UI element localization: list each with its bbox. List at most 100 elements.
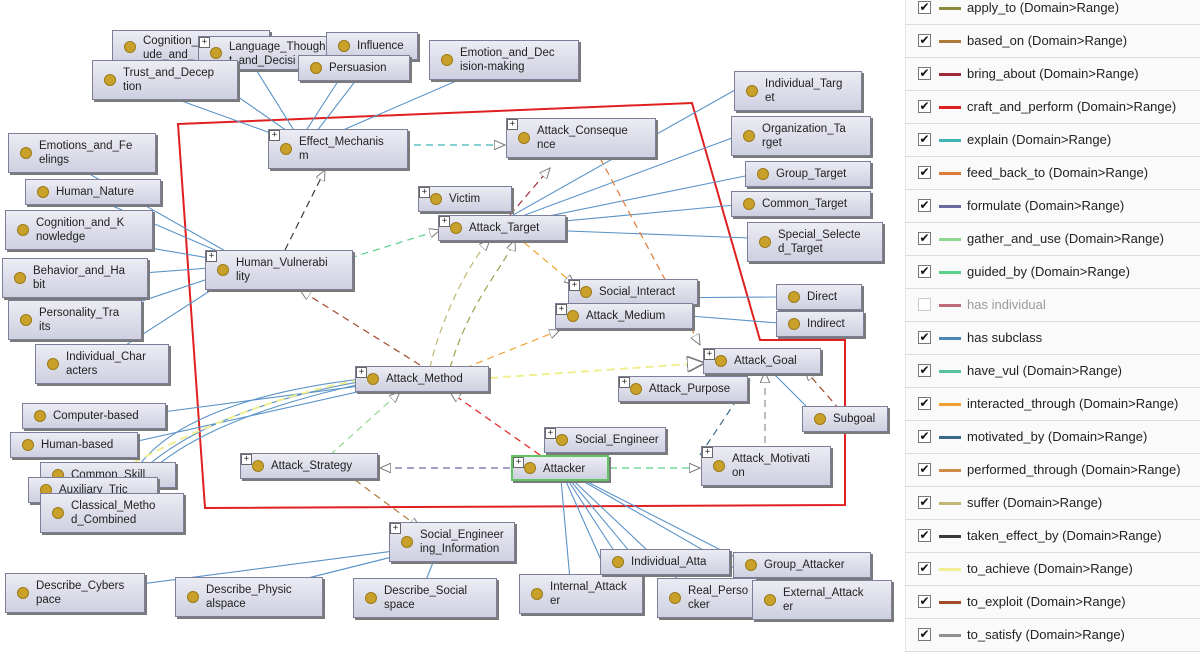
legend-row[interactable]: ✔based_on (Domain>Range) — [905, 25, 1200, 58]
node-social-interaction[interactable]: + Social_Interact — [568, 279, 698, 305]
node-individual-target[interactable]: Individual_Targ et — [734, 71, 862, 111]
expand-icon[interactable]: + — [619, 377, 630, 388]
checkbox-checked-icon[interactable]: ✔ — [918, 627, 931, 641]
node-real-person-attacker[interactable]: Real_Perso cker — [657, 578, 757, 618]
checkbox-checked-icon[interactable]: ✔ — [918, 231, 931, 245]
expand-icon[interactable]: + — [241, 454, 252, 465]
legend-row[interactable]: ✔feed_back_to (Domain>Range) — [905, 157, 1200, 190]
node-se-information[interactable]: + Social_Engineer ing_Information — [389, 522, 515, 562]
legend-row[interactable]: ✔to_exploit (Domain>Range) — [905, 586, 1200, 619]
legend-row[interactable]: ✔interacted_through (Domain>Range) — [905, 388, 1200, 421]
legend-row[interactable]: ✔suffer (Domain>Range) — [905, 487, 1200, 520]
node-effect-mechanism[interactable]: + Effect_Mechanis m — [268, 129, 408, 169]
expand-icon[interactable]: + — [206, 251, 217, 262]
expand-icon[interactable]: + — [704, 349, 715, 360]
node-special-selected-target[interactable]: Special_Selecte d_Target — [747, 222, 883, 262]
checkbox-checked-icon[interactable]: ✔ — [918, 363, 931, 377]
node-cognition-knowledge[interactable]: Cognition_and_K nowledge — [5, 210, 153, 250]
node-human-based[interactable]: Human-based — [10, 432, 138, 458]
node-group-target[interactable]: Group_Target — [745, 161, 871, 187]
checkbox-checked-icon[interactable]: ✔ — [918, 264, 931, 278]
legend-row[interactable]: ✔taken_effect_by (Domain>Range) — [905, 520, 1200, 553]
checkbox-checked-icon[interactable]: ✔ — [918, 429, 931, 443]
node-individual-characters[interactable]: Individual_Char acters — [35, 344, 169, 384]
expand-icon[interactable]: + — [419, 187, 430, 198]
expand-icon[interactable]: + — [702, 447, 713, 458]
checkbox-checked-icon[interactable]: ✔ — [918, 594, 931, 608]
node-attack-target[interactable]: + Attack_Target — [438, 215, 566, 241]
checkbox-checked-icon[interactable]: ✔ — [918, 561, 931, 575]
checkbox-checked-icon[interactable]: ✔ — [918, 0, 931, 14]
legend-row[interactable]: ✔performed_through (Domain>Range) — [905, 454, 1200, 487]
expand-icon[interactable]: + — [356, 367, 367, 378]
node-attack-medium[interactable]: + Attack_Medium — [555, 303, 693, 329]
node-describe-socialspace[interactable]: Describe_Social space — [353, 578, 497, 618]
checkbox-checked-icon[interactable]: ✔ — [918, 66, 931, 80]
node-subgoal[interactable]: Subgoal — [802, 406, 888, 432]
legend-row[interactable]: ✔bring_about (Domain>Range) — [905, 58, 1200, 91]
legend-row[interactable]: ✔explain (Domain>Range) — [905, 124, 1200, 157]
legend-row[interactable]: ✔gather_and_use (Domain>Range) — [905, 223, 1200, 256]
node-internal-attacker[interactable]: Internal_Attack er — [519, 574, 643, 614]
expand-icon[interactable]: + — [269, 130, 280, 141]
legend-row[interactable]: ✔guided_by (Domain>Range) — [905, 256, 1200, 289]
node-attack-method[interactable]: + Attack_Method — [355, 366, 489, 392]
legend-row[interactable]: ✔to_satisfy (Domain>Range) — [905, 619, 1200, 652]
legend-row[interactable]: ✔craft_and_perform (Domain>Range) — [905, 91, 1200, 124]
node-attack-purpose[interactable]: + Attack_Purpose — [618, 376, 748, 402]
legend-row[interactable]: ✔apply_to (Domain>Range) — [905, 0, 1200, 25]
node-computer-based[interactable]: Computer-based — [22, 403, 166, 429]
node-behavior-habit[interactable]: Behavior_and_Ha bit — [2, 258, 148, 298]
legend-row[interactable]: ✔formulate (Domain>Range) — [905, 190, 1200, 223]
node-attack-goal[interactable]: + Attack_Goal — [703, 348, 821, 374]
node-organization-target[interactable]: Organization_Ta rget — [731, 116, 871, 156]
checkbox-checked-icon[interactable]: ✔ — [918, 132, 931, 146]
node-persuasion[interactable]: Persuasion — [298, 55, 410, 81]
checkbox-checked-icon[interactable]: ✔ — [918, 528, 931, 542]
node-human-nature[interactable]: Human_Nature — [25, 179, 161, 205]
node-describe-cyberspace[interactable]: Describe_Cybers pace — [5, 573, 145, 613]
checkbox-checked-icon[interactable]: ✔ — [918, 330, 931, 344]
node-personality-traits[interactable]: Personality_Tra its — [8, 300, 142, 340]
node-indirect[interactable]: Indirect — [776, 311, 864, 337]
checkbox-checked-icon[interactable]: ✔ — [918, 33, 931, 47]
checkbox-checked-icon[interactable]: ✔ — [918, 165, 931, 179]
node-external-attacker[interactable]: External_Attack er — [752, 580, 892, 620]
node-attacker[interactable]: + Attacker — [511, 455, 609, 481]
node-direct[interactable]: Direct — [776, 284, 862, 310]
expand-icon[interactable]: + — [513, 457, 524, 468]
expand-icon[interactable]: + — [199, 37, 210, 48]
node-common-target[interactable]: Common_Target — [731, 191, 871, 217]
node-attack-strategy[interactable]: + Attack_Strategy — [240, 453, 378, 479]
node-trust-deception[interactable]: Trust_and_Decep tion — [92, 60, 238, 100]
node-attack-motivation[interactable]: + Attack_Motivati on — [701, 446, 831, 486]
node-individual-attacker[interactable]: Individual_Atta — [600, 549, 730, 575]
node-describe-physicalspace[interactable]: Describe_Physic alspace — [175, 577, 323, 617]
expand-icon[interactable]: + — [507, 119, 518, 130]
legend-row[interactable]: ✔has subclass — [905, 322, 1200, 355]
node-emotion-decision[interactable]: Emotion_and_Dec ision-making — [429, 40, 579, 80]
node-classical-method[interactable]: Classical_Metho d_Combined — [40, 493, 184, 533]
legend-row[interactable]: ✔to_achieve (Domain>Range) — [905, 553, 1200, 586]
checkbox-unchecked-icon[interactable] — [918, 298, 931, 311]
legend-row[interactable]: ✔motivated_by (Domain>Range) — [905, 421, 1200, 454]
expand-icon[interactable]: + — [545, 428, 556, 439]
checkbox-checked-icon[interactable]: ✔ — [918, 198, 931, 212]
expand-icon[interactable]: + — [569, 280, 580, 291]
legend-row[interactable]: ✔have_vul (Domain>Range) — [905, 355, 1200, 388]
node-human-vulnerability[interactable]: + Human_Vulnerabi lity — [205, 250, 353, 290]
node-attack-consequence[interactable]: + Attack_Conseque nce — [506, 118, 656, 158]
expand-icon[interactable]: + — [390, 523, 401, 534]
node-emotions-feelings[interactable]: Emotions_and_Fe elings — [8, 133, 156, 173]
node-social-engineer[interactable]: + Social_Engineer — [544, 427, 666, 453]
expand-icon[interactable]: + — [556, 304, 567, 315]
ontology-graph-canvas[interactable]: Cognition_ ude_and_ + Language_Though t_… — [0, 0, 905, 660]
checkbox-checked-icon[interactable]: ✔ — [918, 462, 931, 476]
checkbox-checked-icon[interactable]: ✔ — [918, 99, 931, 113]
legend-row[interactable]: has individual — [905, 289, 1200, 322]
expand-icon[interactable]: + — [439, 216, 450, 227]
checkbox-checked-icon[interactable]: ✔ — [918, 495, 931, 509]
checkbox-checked-icon[interactable]: ✔ — [918, 396, 931, 410]
node-group-attacker[interactable]: Group_Attacker — [733, 552, 871, 578]
node-victim[interactable]: + Victim — [418, 186, 512, 212]
